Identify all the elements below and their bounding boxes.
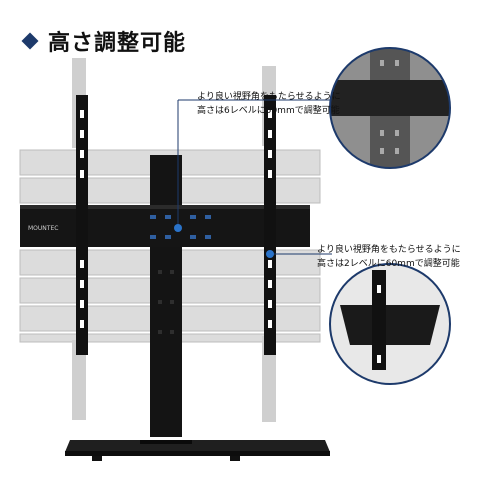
tv-mount-bar: MOUNTEC — [20, 205, 310, 247]
callout-text-upper: より良い視野角をもたらせるように 高さは6レベルに50mmで調整可能 — [197, 90, 341, 118]
section-title: 高さ調整可能 — [48, 31, 187, 56]
bracket-arms — [76, 95, 276, 355]
callout-connector-1 — [177, 99, 330, 228]
stand-base — [65, 440, 330, 461]
callout-upper-line1: より良い視野角をもたらせるように — [197, 92, 341, 102]
callout-lower-line2: 高さは2レベルに60mmで調整可能 — [317, 259, 460, 269]
callout-dot-2 — [266, 250, 274, 258]
zoom-circle-lower — [329, 263, 451, 385]
callout-dot-1 — [174, 224, 182, 232]
brand-plate: MOUNTEC — [28, 225, 58, 232]
callout-text-lower: より良い視野角をもたらせるように 高さは2レベルに60mmで調整可能 — [317, 243, 461, 271]
stand-column — [150, 155, 182, 437]
callout-upper-line2: 高さは6レベルに50mmで調整可能 — [197, 106, 340, 116]
zoom-detail-upper — [330, 48, 450, 168]
section-header: 高さ調整可能 — [21, 28, 187, 56]
callout-lower-line1: より良い視野角をもたらせるように — [317, 245, 461, 255]
zoom-circle-upper — [329, 47, 451, 169]
zoom-detail-lower — [330, 264, 450, 384]
